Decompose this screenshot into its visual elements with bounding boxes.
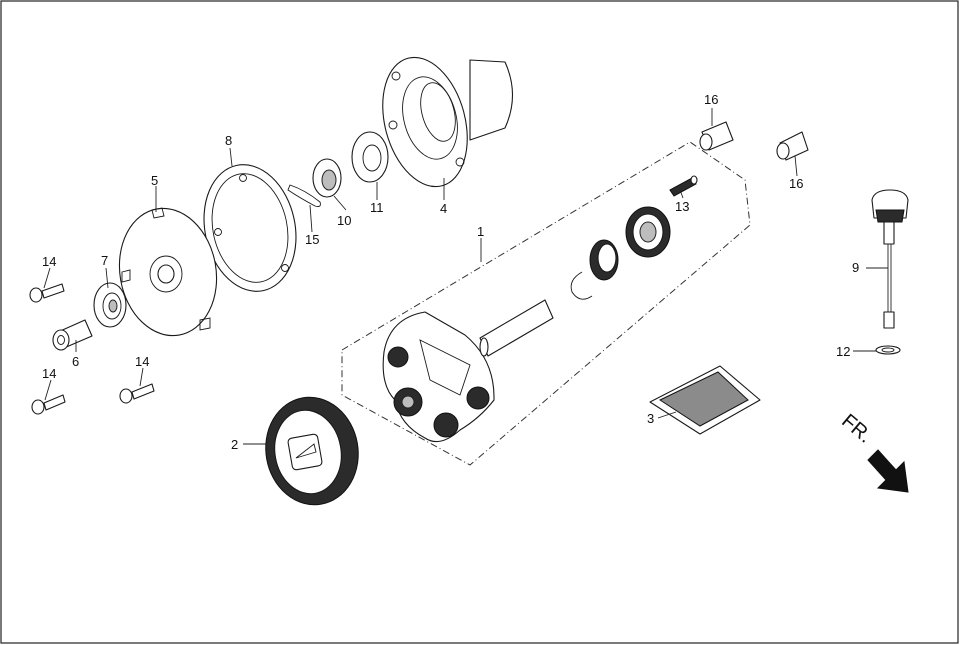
part-14-screw-b	[119, 383, 155, 404]
part-1-inner-rotor	[589, 239, 619, 281]
arrow-down-right-icon	[867, 449, 909, 493]
part-9-dipstick	[871, 189, 909, 329]
part-10-nut	[312, 158, 342, 198]
part-15-pin	[287, 184, 321, 207]
part-16-dowel-a	[699, 121, 734, 151]
callout-16-b: 16	[789, 176, 803, 191]
part-1-circlip	[570, 271, 593, 300]
part-14-screw-a	[29, 283, 65, 303]
part-11-washer	[351, 131, 389, 183]
part-12-oring	[875, 345, 901, 355]
part-1-pump-body	[382, 311, 495, 443]
callout-12: 12	[836, 344, 850, 359]
callout-10: 10	[337, 213, 351, 228]
callout-13: 13	[675, 199, 689, 214]
callout-8: 8	[225, 133, 232, 148]
part-1-shaft	[479, 299, 554, 357]
callout-9: 9	[852, 260, 859, 275]
callout-2: 2	[231, 437, 238, 452]
callout-7: 7	[101, 253, 108, 268]
callout-5: 5	[151, 173, 158, 188]
leader-lines	[43, 108, 888, 445]
callout-11: 11	[370, 200, 384, 215]
part-2-gear	[265, 396, 359, 506]
callout-4: 4	[440, 201, 447, 216]
callout-14-b: 14	[135, 354, 149, 369]
part-6-pin	[52, 319, 93, 351]
pump-assembly-outline	[341, 141, 751, 466]
part-16-dowel-b	[776, 131, 809, 161]
callout-3: 3	[647, 411, 654, 426]
part-13-bolt	[669, 175, 698, 197]
part-3-strainer	[649, 365, 761, 435]
callout-14-c: 14	[42, 366, 56, 381]
callout-16-a: 16	[704, 92, 718, 107]
callout-14-a: 14	[42, 254, 56, 269]
callout-1: 1	[477, 224, 484, 239]
callout-15: 15	[305, 232, 319, 247]
callout-6: 6	[72, 354, 79, 369]
part-7-cap	[93, 282, 127, 328]
part-1-outer-rotor	[625, 206, 671, 258]
part-4-housing	[382, 56, 513, 188]
part-5-cover-plate	[118, 207, 218, 337]
part-14-screw-c	[31, 394, 66, 415]
direction-label: FR.	[837, 410, 876, 448]
